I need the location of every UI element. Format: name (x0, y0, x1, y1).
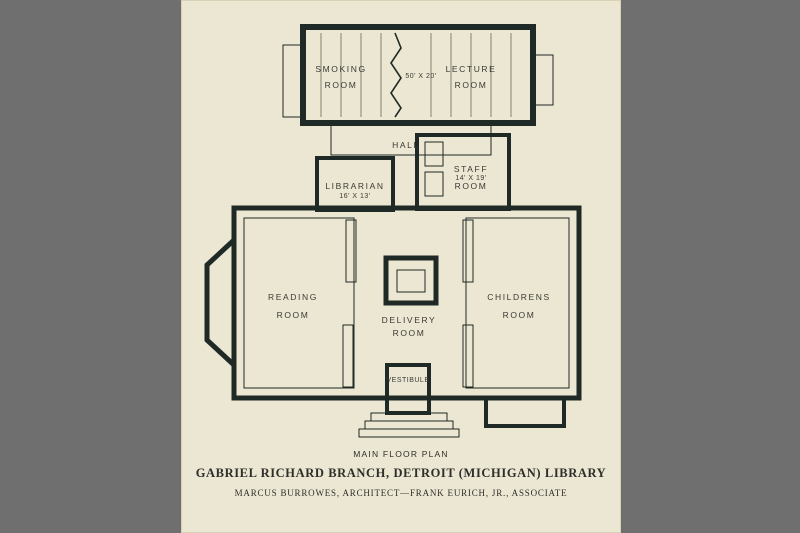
pier-left-upper (345, 219, 357, 283)
delivery-room-label-2: ROOM (393, 328, 426, 338)
floor-plan-sheet: SMOKING ROOM 50' X 20' LECTURE ROOM HALL… (181, 0, 621, 533)
lecture-room-label-1: LECTURE (446, 64, 497, 74)
hall-label: HALL (392, 140, 420, 150)
childrens-room-label-1: CHILDRENS (487, 292, 551, 302)
delivery-desk (383, 255, 439, 306)
vestibule-label: VESTIBULE (386, 377, 429, 384)
delivery-room-label-1: DELIVERY (382, 315, 437, 325)
librarian-dimension: 16' X 13' (339, 193, 370, 200)
left-stair (282, 44, 302, 118)
plan-title: GABRIEL RICHARD BRANCH, DETROIT (MICHIGA… (195, 466, 607, 480)
plan-credit: MARCUS BURROWES, ARCHITECT—FRANK EURICH,… (234, 488, 568, 498)
pier-right-upper (462, 219, 474, 283)
right-stair (534, 54, 554, 106)
pier-left-lower (342, 324, 354, 388)
childrens-room-border (465, 217, 570, 389)
staff-room-label: ROOM (455, 181, 488, 191)
toilet-1 (424, 141, 444, 167)
smoking-room-label-1: SMOKING (315, 64, 366, 74)
reading-room-label-2: ROOM (277, 310, 310, 320)
staff-dimension: 14' X 19' (455, 175, 486, 182)
toilet-2 (424, 171, 444, 197)
plan-subtitle: MAIN FLOOR PLAN (353, 449, 449, 459)
vestibule-wall (385, 363, 431, 415)
staff-label: STAFF (454, 164, 488, 174)
reading-bay-window (204, 238, 236, 367)
childrens-bay (484, 396, 566, 428)
reading-room-label-1: READING (268, 292, 318, 302)
main-block-outer-wall (231, 205, 582, 401)
delivery-desk-inner (396, 269, 426, 293)
floor-plan-drawing: SMOKING ROOM 50' X 20' LECTURE ROOM HALL… (204, 24, 582, 438)
reading-room-border (243, 217, 355, 389)
folding-partition (390, 32, 402, 118)
librarian-label: LIBRARIAN (325, 181, 384, 191)
pier-right-lower (462, 324, 474, 388)
upper-wing-dimension: 50' X 20' (405, 73, 436, 80)
entrance-steps-2 (364, 420, 454, 430)
smoking-room-label-2: ROOM (325, 80, 358, 90)
entrance-steps-3 (358, 428, 460, 438)
lecture-room-label-2: ROOM (455, 80, 488, 90)
hall-corridor (330, 122, 492, 156)
upper-wing-floor-lines (320, 33, 512, 117)
childrens-room-label-2: ROOM (503, 310, 536, 320)
